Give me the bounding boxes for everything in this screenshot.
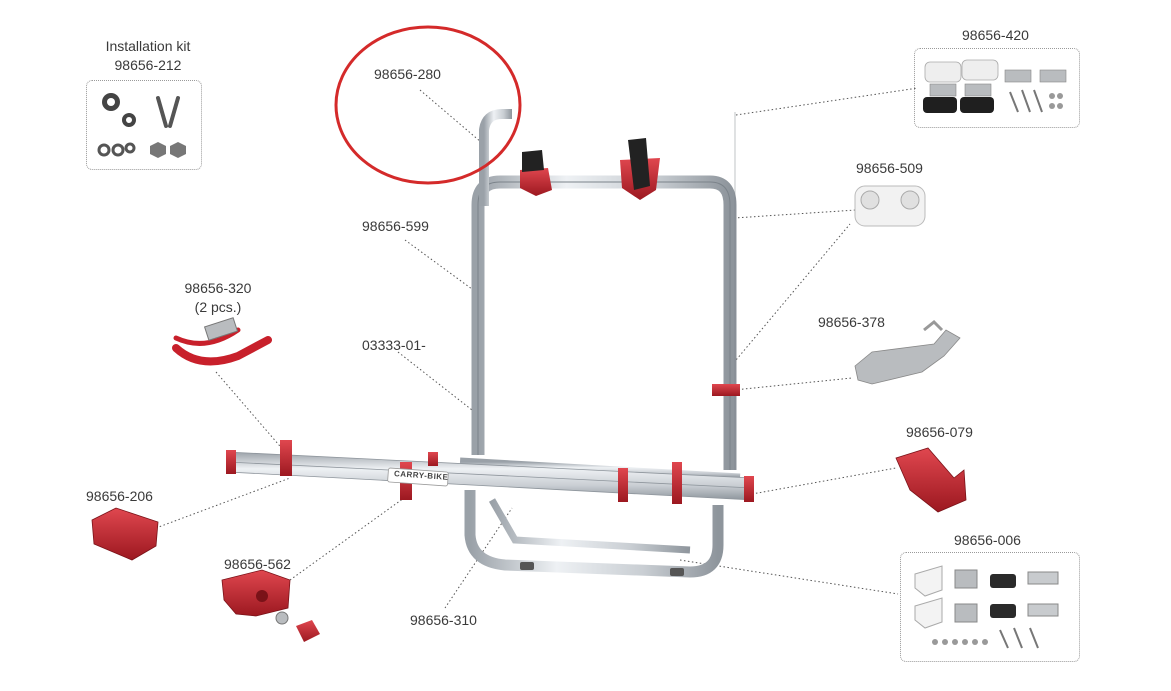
label-98656-420: 98656-420 <box>962 27 1029 43</box>
kit-98656-420-parts <box>923 59 1067 113</box>
installation-kit-title: Installation kit <box>105 38 191 54</box>
kit-98656-420-box <box>914 48 1080 128</box>
label-03333-01: 03333-01- <box>362 337 426 353</box>
rail-end-cap-right <box>744 476 754 502</box>
installation-kit-code: 98656-212 <box>114 57 182 73</box>
part-98656-079 <box>895 447 967 513</box>
label-98656-320-qty: (2 pcs.) <box>194 299 242 315</box>
gears-icon <box>102 93 136 127</box>
chain-icon <box>97 142 136 157</box>
label-98656-509: 98656-509 <box>856 160 923 176</box>
highlight-circle <box>334 25 522 185</box>
screws-icon <box>156 96 180 128</box>
top-clamps <box>520 138 740 396</box>
label-98656-562: 98656-562 <box>224 556 291 572</box>
part-98656-320 <box>172 317 272 366</box>
kit-98656-006-parts <box>914 565 1059 649</box>
label-98656-378: 98656-378 <box>818 314 885 330</box>
kit-98656-006-box <box>900 552 1080 662</box>
label-98656-320: 98656-320 <box>184 280 252 296</box>
part-98656-206 <box>91 507 159 561</box>
label-98656-310: 98656-310 <box>410 612 477 628</box>
part-98656-562 <box>221 569 320 642</box>
rack-frame <box>459 109 741 578</box>
label-98656-206: 98656-206 <box>86 488 153 504</box>
label-98656-079: 98656-079 <box>906 424 973 440</box>
part-98656-378 <box>854 319 961 385</box>
installation-kit-icons <box>97 93 186 158</box>
bike-rails <box>226 440 754 504</box>
label-98656-280: 98656-280 <box>374 66 441 82</box>
rail-end-cap-left <box>226 450 236 474</box>
part-98656-509 <box>854 185 926 227</box>
label-98656-599: 98656-599 <box>362 218 429 234</box>
installation-kit-box <box>86 80 202 170</box>
label-98656-006: 98656-006 <box>954 532 1021 548</box>
nuts-icon <box>150 142 186 158</box>
